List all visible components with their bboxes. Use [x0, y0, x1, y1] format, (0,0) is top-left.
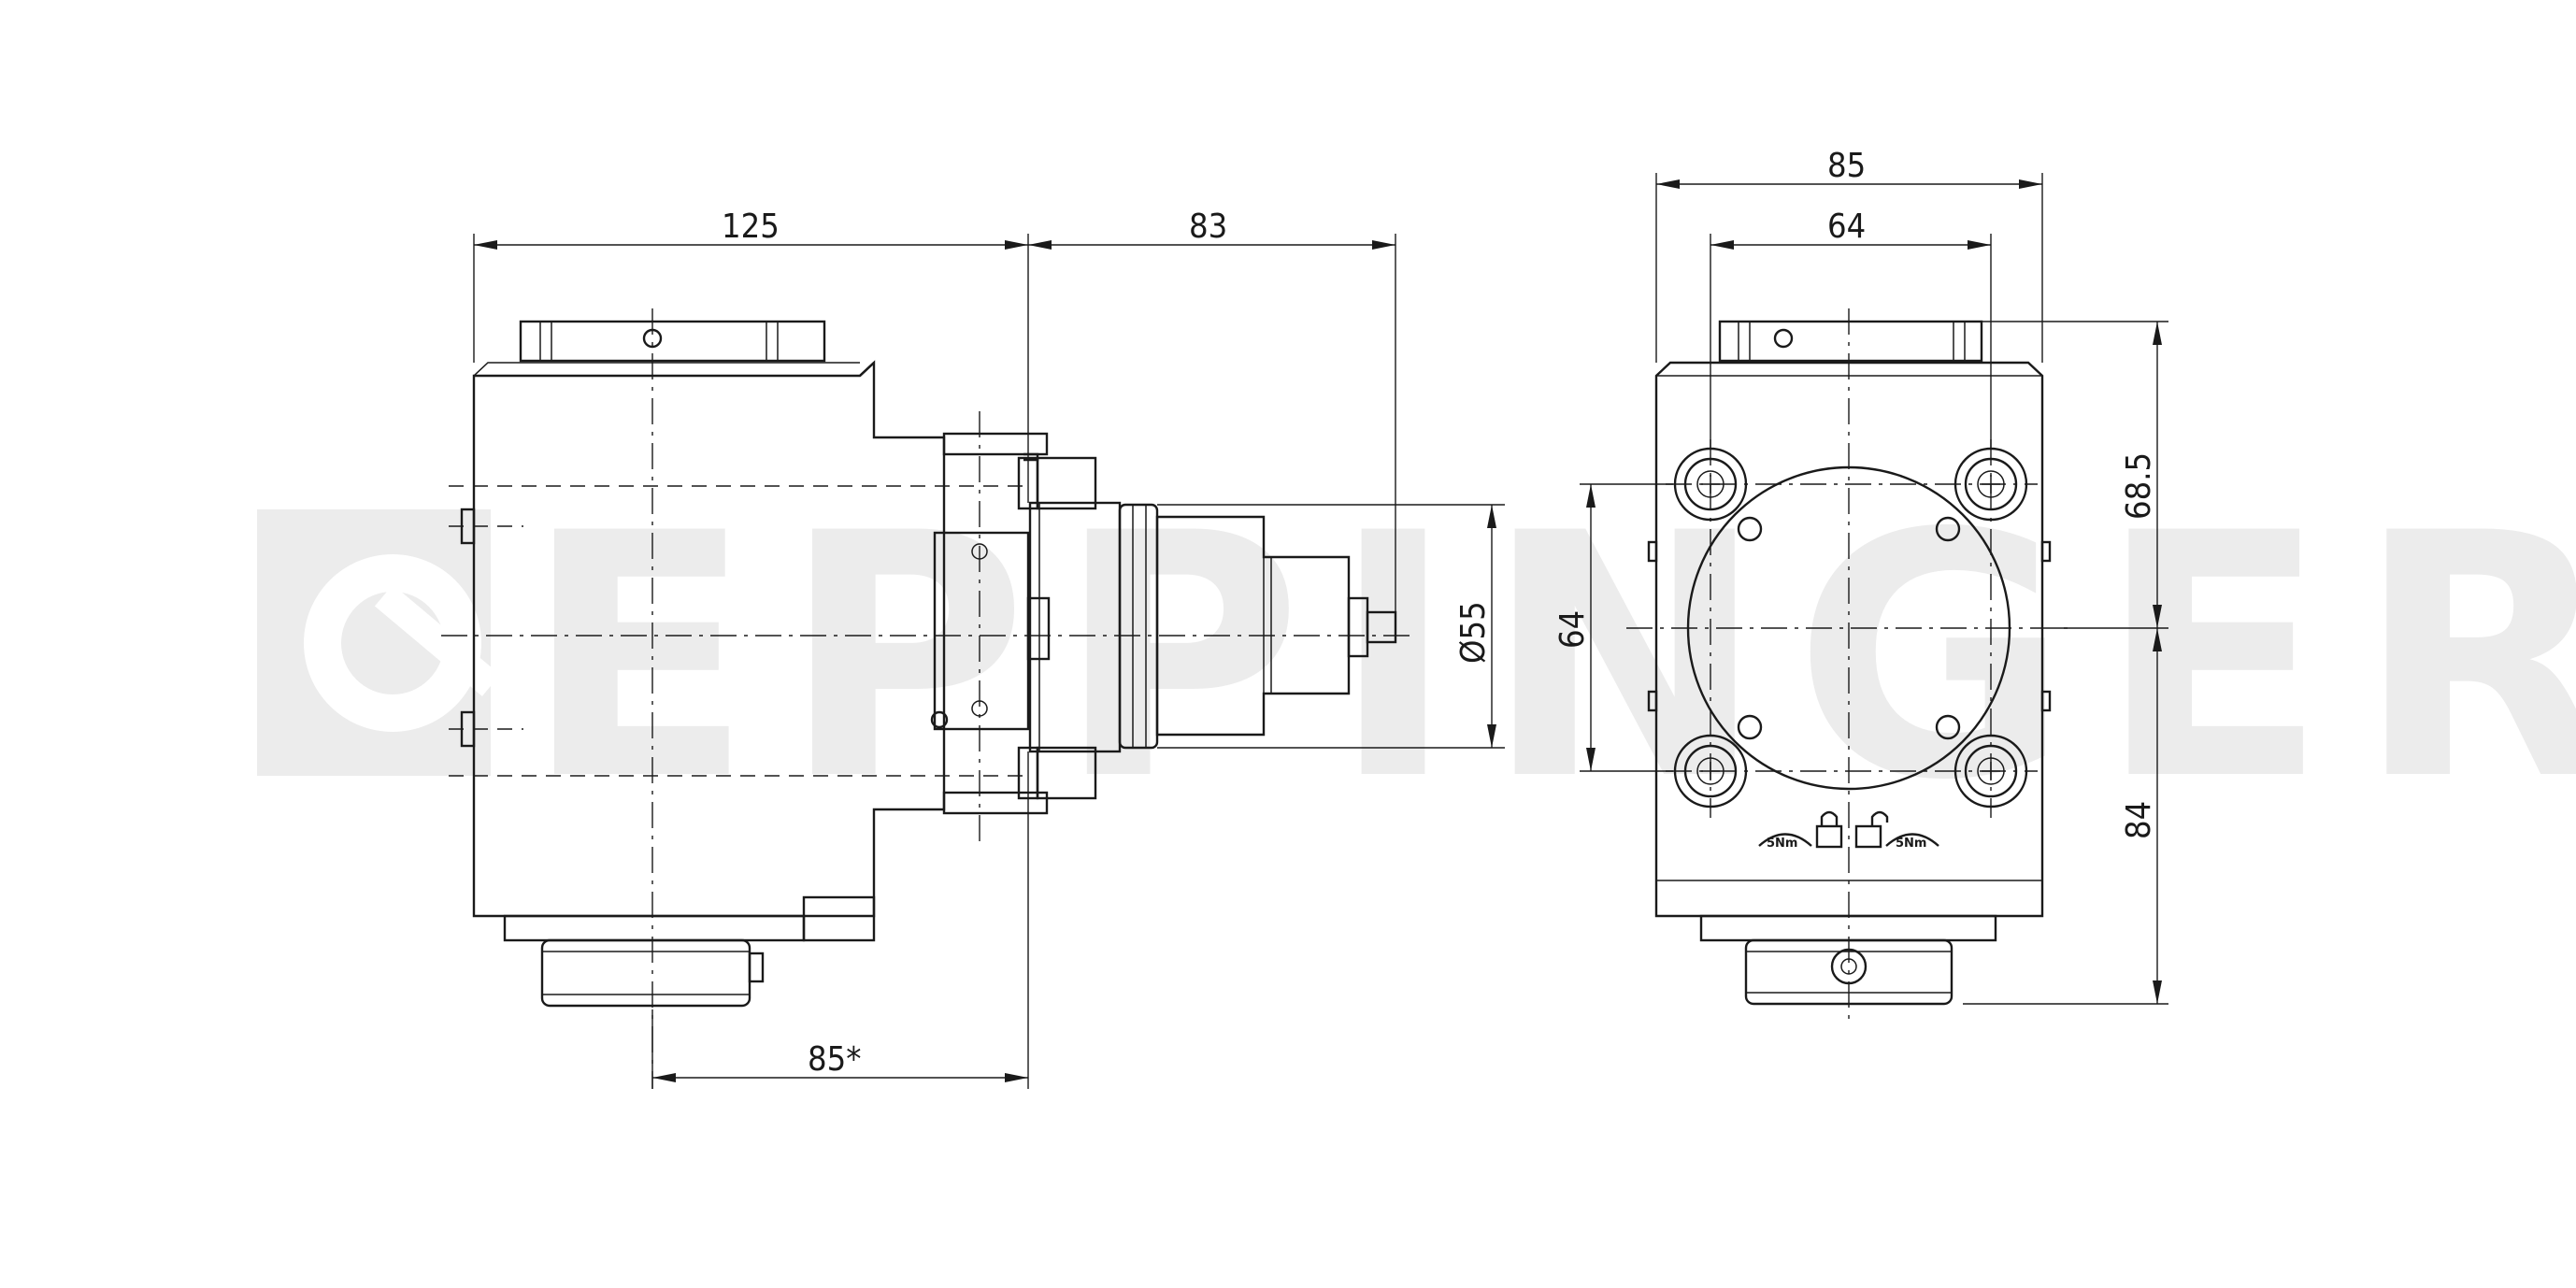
dim-front-lower-height: 84 [2120, 801, 2158, 839]
lock-open-icon [1854, 810, 1889, 849]
dim-side-diameter: Ø55 [1454, 601, 1493, 664]
side-top-clamp [519, 320, 826, 363]
front-top-screw [1773, 328, 1794, 349]
dim-front-bore-height: 64 [1553, 610, 1592, 649]
side-dimensions: 125 83 Ø55 85* [473, 208, 1505, 1089]
side-view [441, 308, 1411, 1089]
side-spindle-housing [1155, 515, 1351, 737]
watermark-logo-icon [257, 509, 501, 776]
watermark: EPPINGER [257, 462, 2576, 853]
dim-side-width: 125 [722, 208, 780, 246]
torque-label-right: 5Nm [1896, 837, 1926, 851]
dim-side-bottom: 85* [808, 1040, 861, 1079]
side-shaft-tip [1366, 610, 1397, 644]
front-view: 5Nm 5Nm [1626, 308, 2075, 1019]
torque-label-left: 5Nm [1767, 837, 1797, 851]
lock-closed-icon [1815, 810, 1843, 849]
side-bottom-ring [540, 938, 751, 1008]
dim-side-extension: 83 [1189, 208, 1227, 246]
dim-front-inner-width: 64 [1827, 208, 1866, 246]
dim-front-upper-height: 68.5 [2120, 452, 2158, 520]
front-top-clamp [1718, 320, 1983, 363]
front-dimensions: 85 64 64 68.5 84 [1553, 147, 2168, 1005]
front-torque-markings: 5Nm 5Nm [1758, 810, 1939, 851]
watermark-text: EPPINGER [523, 462, 2576, 853]
dim-front-outer-width: 85 [1827, 147, 1866, 185]
